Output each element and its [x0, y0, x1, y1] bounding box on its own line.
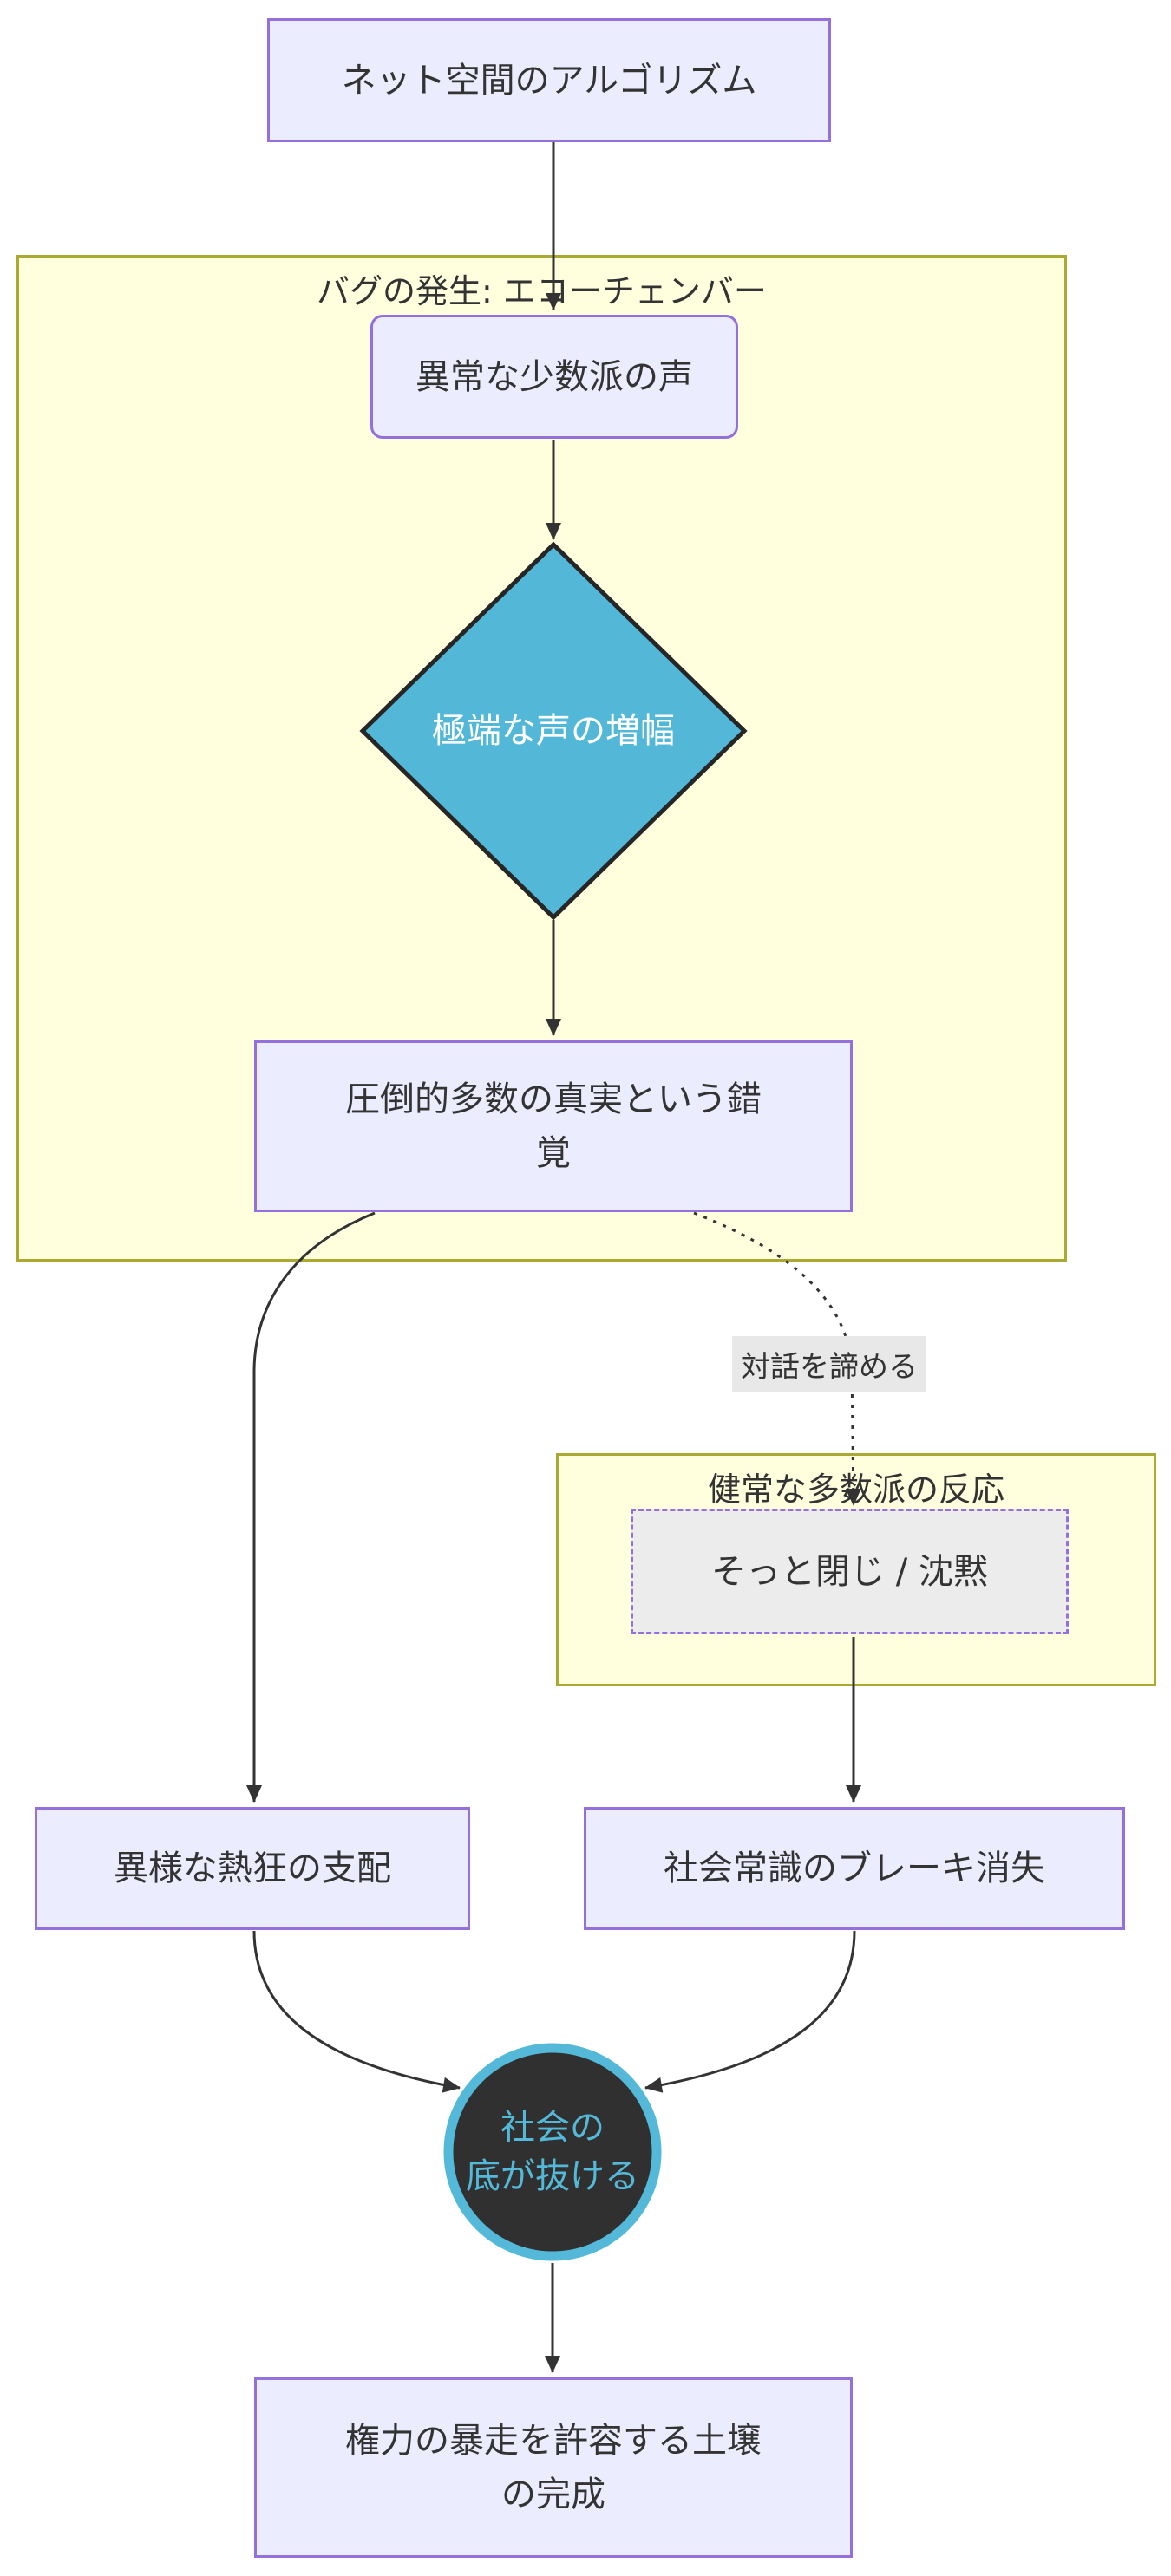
node-frenzy-domination-label: 異様な熱狂の支配: [114, 1849, 391, 1888]
node-majority-illusion: 圧倒的多数の真実という錯 覚: [254, 1040, 853, 1212]
node-minority-voice: 異常な少数派の声: [370, 315, 738, 439]
decision-diamond-shape: [359, 541, 748, 921]
node-social-brakes-lost: 社会常識のブレーキ消失: [584, 1807, 1125, 1930]
node-social-brakes-lost-label: 社会常識のブレーキ消失: [664, 1849, 1045, 1888]
node-quiet-close-silence: そっと閉じ / 沈黙: [631, 1509, 1069, 1634]
node-soil-of-power-label: 権力の暴走を許容する土壌 の完成: [345, 2421, 762, 2514]
edge-label-give-up-dialogue: 対話を諦める: [732, 1336, 926, 1392]
edge-frenzy-to-bottom: [252, 1930, 461, 2093]
edge-illusion-to-frenzy: [246, 1211, 376, 1803]
bottom-falls-circle-shape: [443, 2043, 662, 2261]
node-minority-voice-label: 異常な少数派の声: [415, 356, 693, 397]
edge-brakes-to-bottom: [644, 1930, 856, 2093]
cluster-echo-chamber-title: バグの発生: エコーチェンバー: [317, 272, 767, 310]
node-soil-of-power: 権力の暴走を許容する土壌 の完成: [254, 2377, 853, 2558]
node-net-algorithm-label: ネット空間のアルゴリズム: [341, 60, 757, 101]
node-net-algorithm: ネット空間のアルゴリズム: [267, 18, 831, 142]
node-frenzy-domination: 異様な熱狂の支配: [35, 1807, 470, 1930]
node-quiet-close-silence-label: そっと閉じ / 沈黙: [711, 1551, 988, 1592]
node-majority-illusion-label: 圧倒的多数の真実という錯 覚: [345, 1079, 762, 1173]
